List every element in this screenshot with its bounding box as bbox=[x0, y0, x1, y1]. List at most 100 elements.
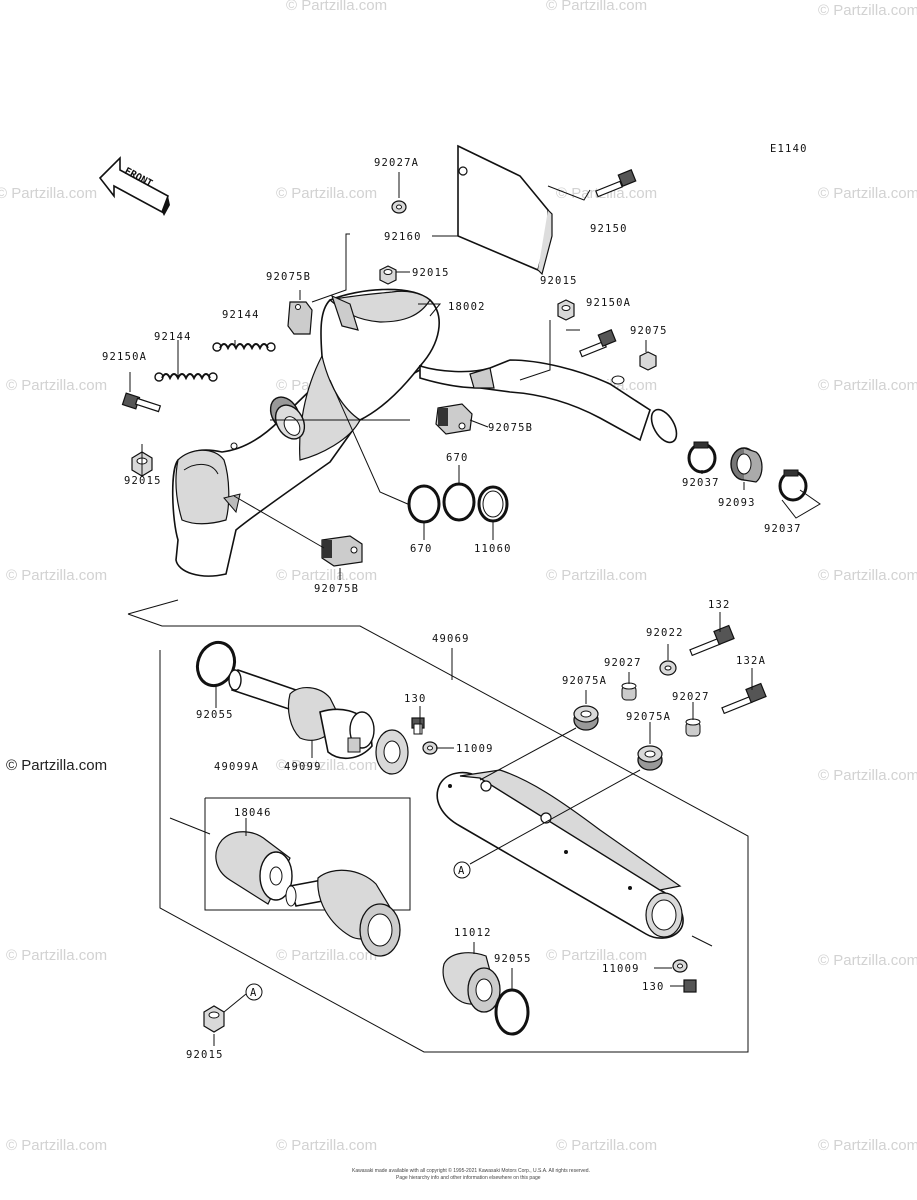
callout: 92075B bbox=[488, 422, 533, 434]
callout: 92160 bbox=[384, 231, 422, 243]
watermark: © Partzilla.com bbox=[6, 1137, 107, 1154]
callout: 92075B bbox=[266, 271, 311, 283]
spring-92144-b bbox=[154, 372, 218, 382]
callout: 92075A bbox=[626, 711, 671, 723]
bolt-92150A-right bbox=[579, 329, 617, 358]
coupler-92093 bbox=[730, 447, 763, 483]
watermark: © Partzilla.com bbox=[818, 952, 917, 969]
watermark: © Partzilla.com bbox=[6, 567, 107, 584]
grommet-92075A-b bbox=[637, 745, 663, 771]
svg-text:A: A bbox=[458, 865, 466, 877]
callout: 92015 bbox=[540, 275, 578, 287]
mount-rubber-92075B-low bbox=[321, 535, 363, 567]
callout: 132A bbox=[736, 655, 766, 667]
inner-pipe-49099A bbox=[285, 869, 401, 957]
callout: 18046 bbox=[234, 807, 272, 819]
washer-11009-low bbox=[672, 959, 688, 973]
clamp-92037-b bbox=[778, 469, 808, 502]
callout: 92093 bbox=[718, 497, 756, 509]
packing-18046 bbox=[215, 831, 293, 905]
callout: 92037 bbox=[764, 523, 802, 535]
o-ring-670-top bbox=[442, 482, 476, 522]
partzilla-watermark: © Partzilla.com bbox=[6, 757, 107, 774]
watermark: © Partzilla.com bbox=[276, 757, 377, 774]
callout: 49099 bbox=[284, 761, 322, 773]
watermark: © Partzilla.com bbox=[276, 1137, 377, 1154]
collar-92075 bbox=[639, 351, 657, 371]
leader-lines-lower bbox=[213, 612, 753, 1046]
mount-rubber-92075B-mid bbox=[435, 403, 473, 435]
callout: 92150 bbox=[590, 223, 628, 235]
callout: 92075 bbox=[630, 325, 668, 337]
bolt-132A bbox=[721, 682, 767, 715]
spring-92144-a bbox=[212, 342, 276, 352]
callout: 92144 bbox=[222, 309, 260, 321]
watermark: © Partzilla.com bbox=[556, 1137, 657, 1154]
watermark: © Partzilla.com bbox=[0, 185, 97, 202]
watermark: © Partzilla.com bbox=[546, 567, 647, 584]
heat-guard-plate bbox=[457, 144, 553, 276]
o-ring-670-left bbox=[407, 484, 441, 524]
bolt-132 bbox=[689, 624, 735, 657]
callout: 92015 bbox=[124, 475, 162, 487]
callout: 92075B bbox=[314, 583, 359, 595]
o-ring-92055-low bbox=[494, 988, 530, 1036]
callout: 130 bbox=[642, 981, 665, 993]
washer-11009-top bbox=[422, 741, 438, 755]
callout: 92015 bbox=[412, 267, 450, 279]
washer-92022 bbox=[659, 660, 677, 676]
watermark: © Partzilla.com bbox=[276, 947, 377, 964]
watermark: © Partzilla.com bbox=[818, 377, 917, 394]
callout: 92015 bbox=[186, 1049, 224, 1061]
bolt-92150A-left bbox=[121, 392, 162, 413]
exhaust-pipe-18002 bbox=[171, 288, 678, 577]
watermark: © Partzilla.com bbox=[286, 0, 387, 14]
callout: 11012 bbox=[454, 927, 492, 939]
svg-text:A: A bbox=[250, 987, 258, 999]
mount-rubber-92075B-top bbox=[287, 301, 313, 335]
callout: 11060 bbox=[474, 543, 512, 555]
callout: 92150A bbox=[586, 297, 631, 309]
callout: 11009 bbox=[602, 963, 640, 975]
callout: 11009 bbox=[456, 743, 494, 755]
washer-small bbox=[611, 375, 625, 385]
callout: 49099A bbox=[214, 761, 259, 773]
silencer-body bbox=[436, 769, 684, 939]
collar-92027-a bbox=[621, 682, 637, 701]
callout: 18002 bbox=[448, 301, 486, 313]
watermark: © Partzilla.com bbox=[6, 377, 107, 394]
callout: 670 bbox=[410, 543, 433, 555]
bolt-130-top bbox=[411, 717, 425, 735]
watermark: © Partzilla.com bbox=[818, 185, 917, 202]
callout: 130 bbox=[404, 693, 427, 705]
end-cap-11012 bbox=[442, 952, 501, 1013]
watermark: © Partzilla.com bbox=[546, 0, 647, 14]
inner-pipe-49099 bbox=[228, 668, 409, 775]
callout: 92037 bbox=[682, 477, 720, 489]
callout: 92027 bbox=[672, 691, 710, 703]
bolt-92150 bbox=[595, 169, 637, 198]
callout: 92022 bbox=[646, 627, 684, 639]
bolt-130-low bbox=[683, 979, 697, 993]
copyright-footer-line2: Page hierarchy info and other informatio… bbox=[396, 1175, 541, 1181]
watermark: © Partzilla.com bbox=[818, 2, 917, 19]
callout: 92150A bbox=[102, 351, 147, 363]
watermark: © Partzilla.com bbox=[818, 1137, 917, 1154]
callout: 670 bbox=[446, 452, 469, 464]
nut-92015-top bbox=[379, 265, 397, 285]
reference-marker-a-mid: A bbox=[453, 861, 471, 879]
callout: 49069 bbox=[432, 633, 470, 645]
silencer-assembly-frame bbox=[127, 599, 749, 1053]
gasket-11060 bbox=[477, 485, 509, 523]
callout: 92027A bbox=[374, 157, 419, 169]
watermark: © Partzilla.com bbox=[276, 185, 377, 202]
callout: 92144 bbox=[154, 331, 192, 343]
nut-92015-right bbox=[557, 299, 575, 321]
watermark: © Partzilla.com bbox=[818, 567, 917, 584]
callout-labels: 92027A 92160 92150 92075B 92015 18002 92… bbox=[102, 157, 802, 1061]
washer-92027A bbox=[391, 200, 407, 214]
callout: 92055 bbox=[196, 709, 234, 721]
callout: 92055 bbox=[494, 953, 532, 965]
